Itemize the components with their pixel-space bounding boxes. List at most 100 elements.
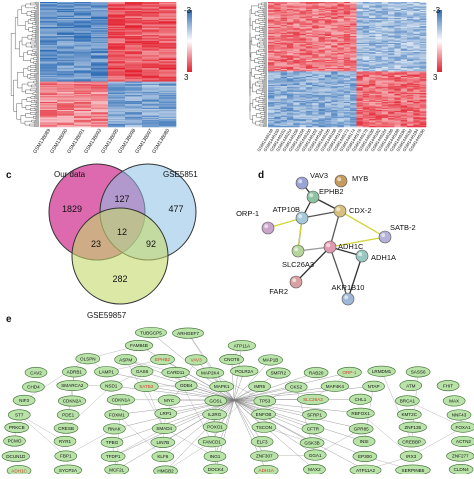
network-edge (68, 372, 74, 415)
heatmap-cell (331, 126, 338, 127)
network-node: CDX-2 (334, 205, 372, 217)
network-node: CFTR (302, 424, 324, 434)
heatmap-cell (125, 126, 142, 127)
network-node: ASPM (115, 354, 137, 364)
node-label: ARHGEF7 (177, 331, 199, 336)
network-node: DOCK4 (204, 464, 228, 474)
heatmap-cell (300, 126, 307, 127)
node-label: RBFOX1 (351, 411, 370, 416)
node-label: ATP11A2 (356, 468, 375, 473)
network-node: KMT2C (397, 409, 421, 419)
network-node: ATP11A (228, 340, 256, 350)
network-node: RBFOX1 (347, 408, 375, 418)
heatmap-cell (287, 126, 294, 127)
node-label: PRKCB (9, 425, 25, 430)
network-node: TFDP1 (101, 451, 125, 461)
network-node: NNF43 (447, 410, 471, 420)
node-circle (334, 205, 346, 217)
network-node: GPR85 (349, 424, 373, 434)
network-node: ZNF135 (399, 422, 427, 432)
node-label: SATB2 (139, 384, 154, 389)
node-label: MAP1B (263, 358, 279, 363)
network-node: KLF6 (152, 451, 174, 461)
node-label: LAMP1 (99, 369, 115, 374)
network-node: LIN7B (151, 437, 175, 447)
sample-label: GSM138080 (151, 128, 171, 155)
venn-count-gse5851-gse59857: 92 (146, 239, 156, 249)
node-label: KLF6 (157, 454, 168, 459)
network-node: GAS6 (131, 366, 153, 376)
network-node: VAV3 (185, 355, 207, 365)
node-label: CRESB (58, 426, 74, 431)
panel-label-d: d (258, 170, 264, 181)
node-label: NSD1 (105, 384, 118, 389)
network-node: EPHB2 (151, 354, 175, 364)
heatmap-cell (91, 126, 108, 127)
heatmap-cell (306, 126, 313, 127)
node-label: CARD11 (167, 370, 185, 375)
heatmap-cell (281, 126, 288, 127)
heatmap-cell (40, 126, 57, 127)
network-node: AKR1B10 (332, 283, 365, 305)
network-node: GSK3B (300, 438, 324, 448)
node-label: ODB4 (180, 383, 193, 388)
node-label: IRX3 (406, 454, 417, 459)
network-node: SMARCA2 (57, 380, 88, 390)
network-node: GOSL (205, 396, 227, 406)
network-edge (215, 386, 260, 427)
network-node: NSD1 (100, 381, 122, 391)
heatmap-right-row-dendrogram (250, 2, 267, 126)
heatmap-cell (407, 126, 414, 127)
network-node: GGA1 (304, 450, 326, 460)
node-label: GGA1 (309, 453, 322, 458)
heatmap-cell (420, 126, 427, 127)
node-label: VAV3 (310, 171, 328, 180)
node-label: ATM (406, 383, 416, 388)
node-label: NIF3 (19, 398, 29, 403)
network-node: MYC (158, 395, 180, 405)
node-label: LIN7B (156, 440, 169, 445)
heatmap-cell (363, 126, 370, 127)
node-highlight (344, 295, 348, 299)
node-label: CLDN4 (454, 467, 470, 472)
heatmap-cell (319, 126, 326, 127)
node-label: ELF3 (257, 439, 268, 444)
ppi-network-d-edges (268, 183, 385, 299)
network-node: SATB2 (134, 381, 158, 391)
network-node: SERPINB5 (396, 465, 431, 474)
node-label: POXO1 (207, 425, 223, 430)
node-label: MAP4K4 (326, 384, 345, 389)
network-node: EPHB2 (307, 187, 344, 203)
heatmap-cell (338, 126, 345, 127)
heatmap-cell (375, 126, 382, 127)
heatmap-cell (108, 126, 125, 127)
network-node: INSI (353, 436, 375, 446)
network-node: LRMDM1 (368, 366, 396, 376)
node-highlight (298, 179, 302, 183)
network-node: POLR2A (230, 366, 258, 376)
node-label: IMR5 (254, 384, 265, 389)
heatmap-left-color-legend: -3 3 (184, 6, 192, 82)
network-node: NTAP (363, 381, 385, 391)
node-label: BRCA1 (400, 399, 416, 404)
node-label: MYC (164, 398, 175, 403)
network-node: BRCA1 (395, 396, 419, 406)
node-label: EPHB2 (319, 187, 344, 196)
legend-bottom-value: 3 (433, 73, 438, 82)
network-node: LRP1 (155, 408, 177, 418)
node-label: FOXA1 (456, 425, 472, 430)
node-label: GSK3B (304, 441, 319, 446)
heatmap-cell (57, 126, 74, 127)
heatmap-left-sample-labels: GSM138089GSM138090GSM138091GSM138093GSM1… (32, 128, 171, 155)
network-node: PRKCB (5, 422, 29, 432)
node-label: ADH1C (11, 468, 27, 473)
node-label: IL2RG (208, 412, 222, 417)
node-label: EP300 (358, 454, 372, 459)
heatmap-cell (159, 126, 176, 127)
node-label: FANCD1 (203, 439, 222, 444)
node-circle (292, 245, 304, 257)
heatmap-cell (394, 126, 401, 127)
heatmap-cell (142, 126, 159, 127)
